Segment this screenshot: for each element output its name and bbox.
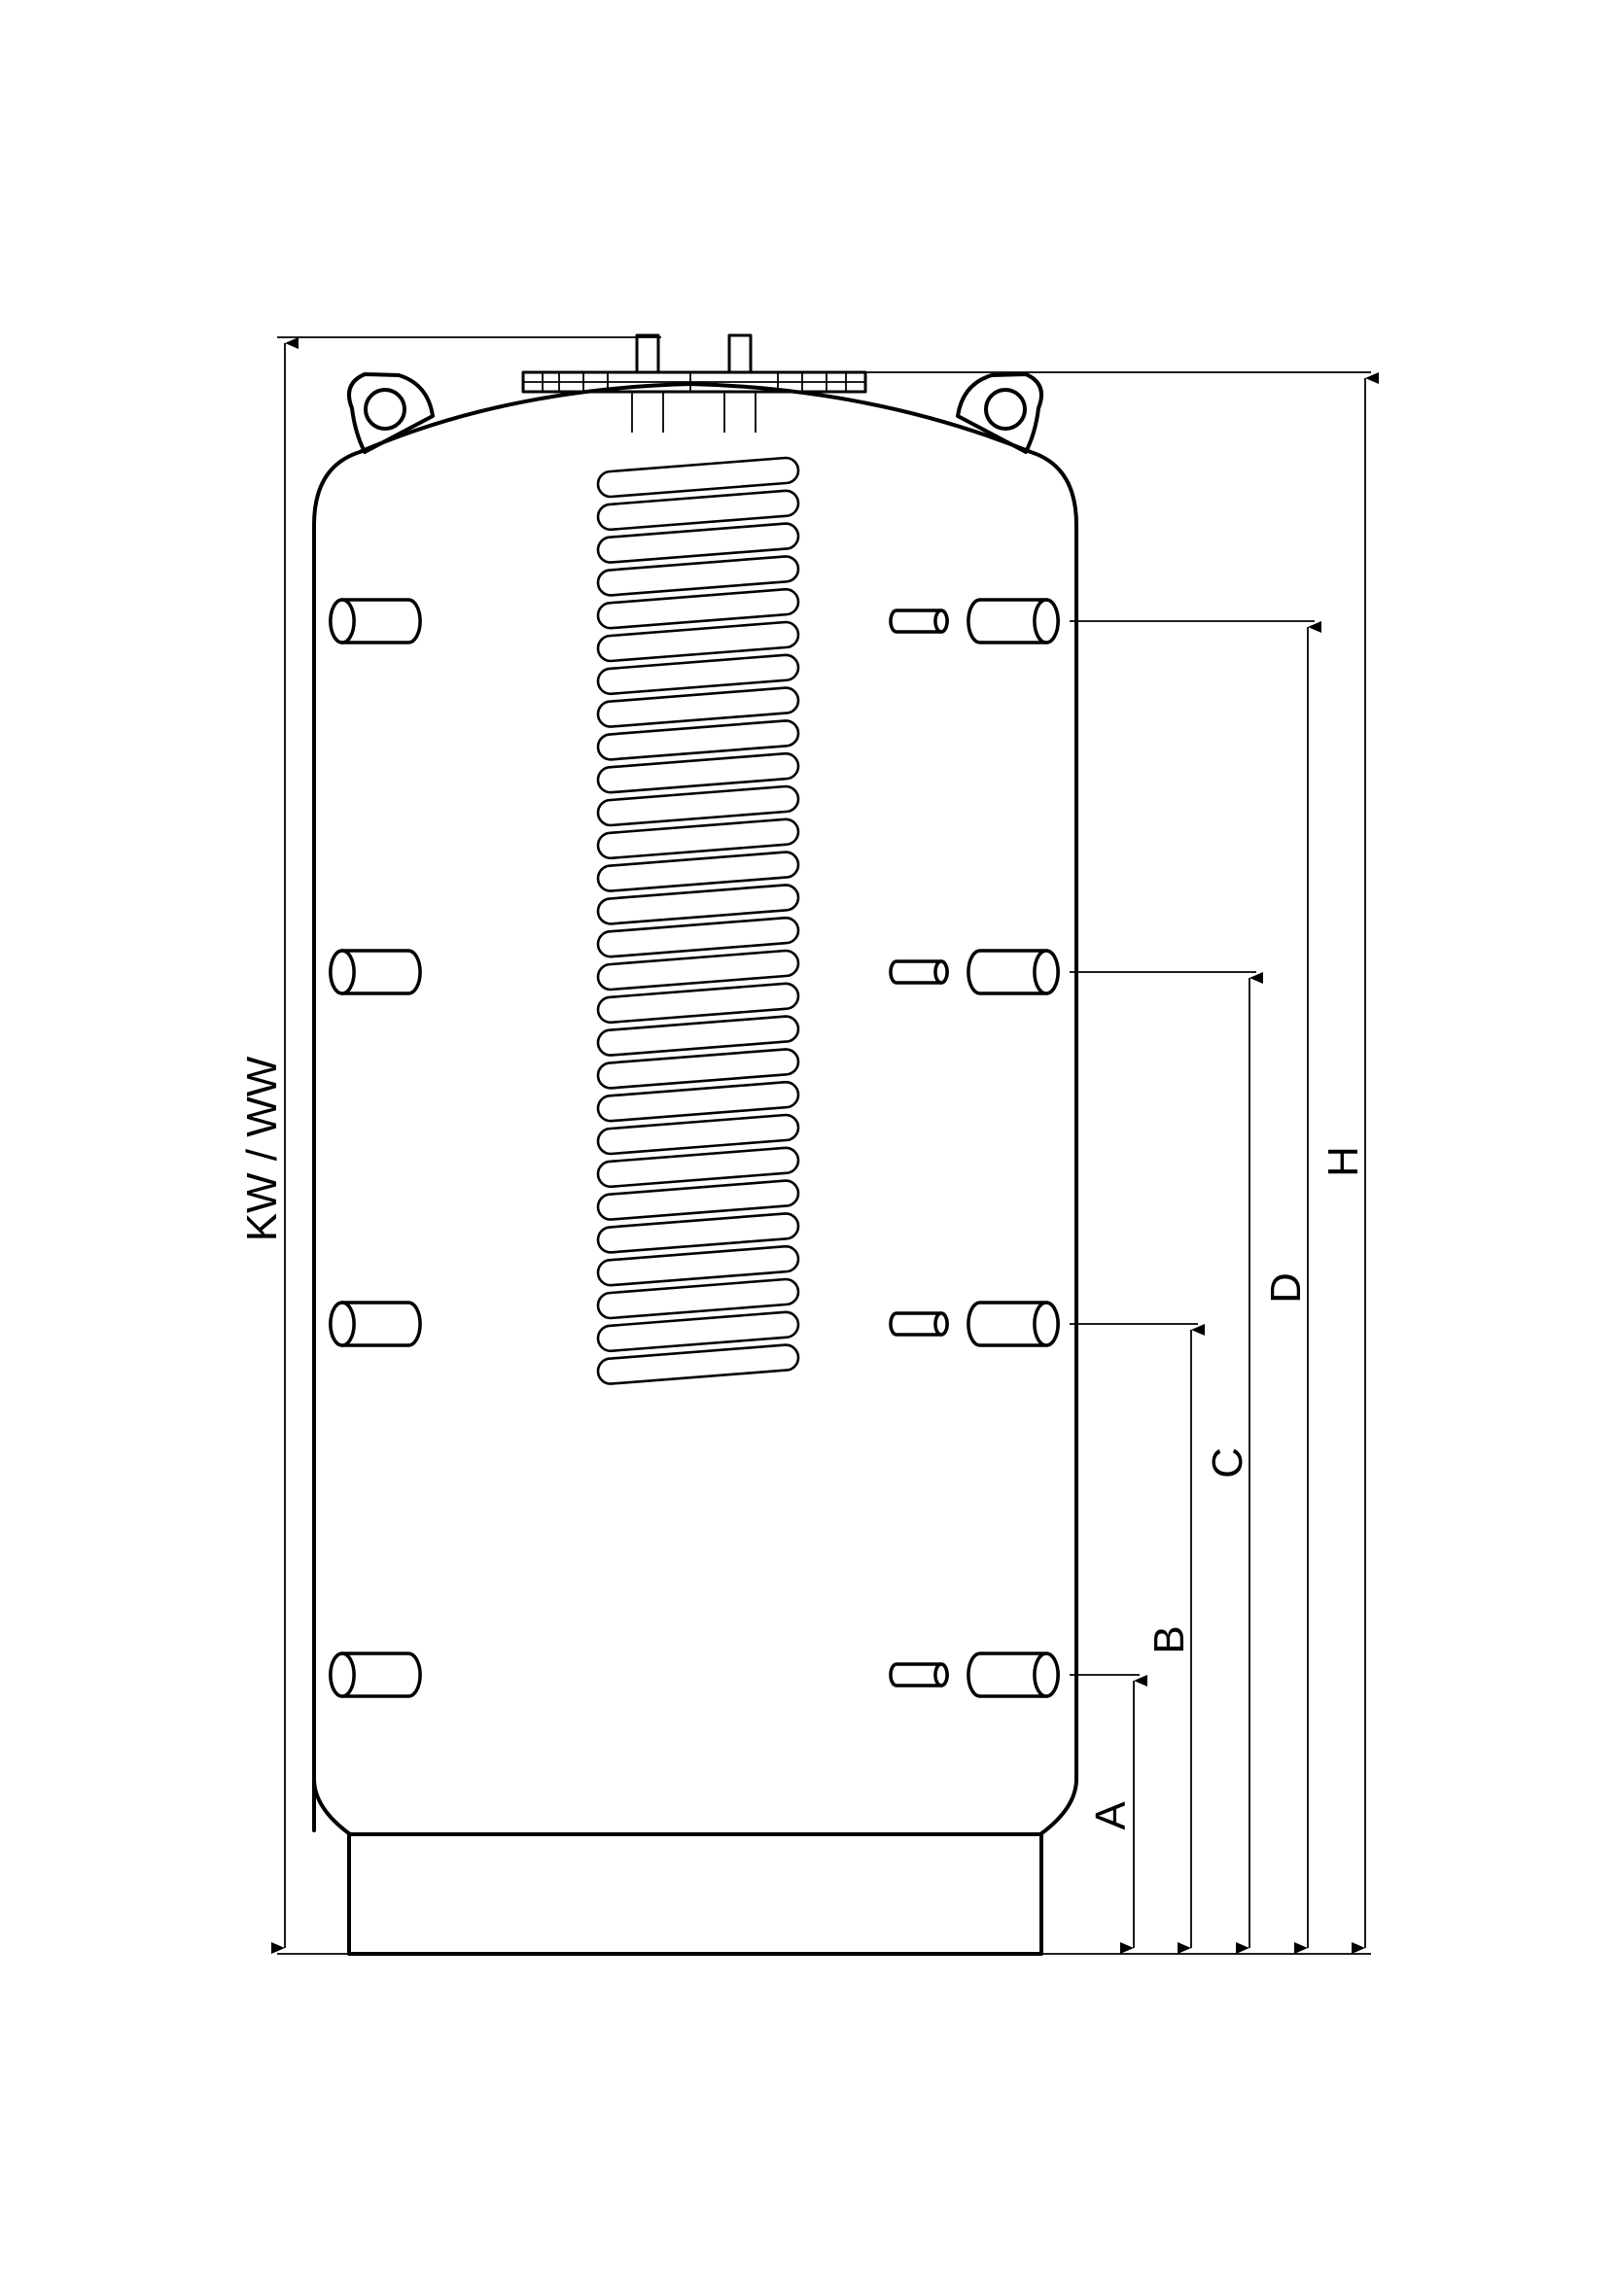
coil-turn (596, 1244, 800, 1287)
coil-turn (596, 1179, 800, 1221)
coil-turn (596, 555, 800, 597)
label-h: H (1319, 1146, 1367, 1177)
coil-turn (596, 884, 800, 925)
coil-connection-2 (727, 333, 753, 374)
left-connection-nozzle (329, 949, 422, 995)
left-connection-nozzle (329, 598, 422, 644)
right-connection-nozzle (967, 1301, 1060, 1347)
label-a: A (1087, 1801, 1135, 1830)
coil-connection-1 (635, 333, 660, 374)
heat-exchanger-coil (596, 456, 800, 1385)
coil-turn (596, 1343, 800, 1385)
label-d: D (1262, 1272, 1310, 1304)
coil-turn (596, 1048, 800, 1090)
coil-turn (596, 587, 800, 630)
coil-turn (596, 916, 800, 958)
coil-turn (596, 719, 800, 761)
coil-turn (596, 522, 800, 564)
coil-turn (596, 686, 800, 728)
right-connection-nozzle (967, 598, 1060, 644)
label-b: B (1145, 1625, 1193, 1653)
right-connection-nozzle (967, 949, 1060, 995)
label-c: C (1204, 1447, 1251, 1478)
left-connection-nozzle (329, 1652, 422, 1698)
coil-turn (596, 620, 800, 663)
connection-nozzles (329, 598, 1060, 1698)
coil-turn (596, 1015, 800, 1057)
coil-turn (596, 1277, 800, 1320)
coil-turn (596, 1212, 800, 1254)
coil-turn (596, 1113, 800, 1156)
sensor-sleeve (889, 959, 949, 985)
coil-turn (596, 818, 800, 860)
coil-turn (596, 851, 800, 892)
left-connection-nozzle (329, 1301, 422, 1347)
coil-turn (596, 1080, 800, 1123)
coil-turn (596, 489, 800, 532)
right-connection-nozzle (967, 1652, 1060, 1698)
coil-turn (596, 1310, 800, 1353)
lifting-eye-left (347, 372, 435, 454)
tank-base-skirt (347, 1832, 1043, 1956)
coil-turn (596, 949, 800, 991)
lifting-eye-right (956, 372, 1043, 454)
sensor-sleeve (889, 609, 949, 634)
coil-turn (596, 982, 800, 1025)
coil-turn (596, 751, 800, 794)
coil-turn (596, 456, 800, 499)
coil-turn (596, 1146, 800, 1189)
dimension-lines (271, 336, 1379, 1955)
sensor-sleeve (889, 1311, 949, 1337)
coil-turn (596, 653, 800, 696)
sensor-sleeve (889, 1662, 949, 1687)
top-flange (521, 333, 867, 433)
coil-turn (596, 784, 800, 827)
label-kw-ww: KW / WW (238, 1056, 286, 1241)
